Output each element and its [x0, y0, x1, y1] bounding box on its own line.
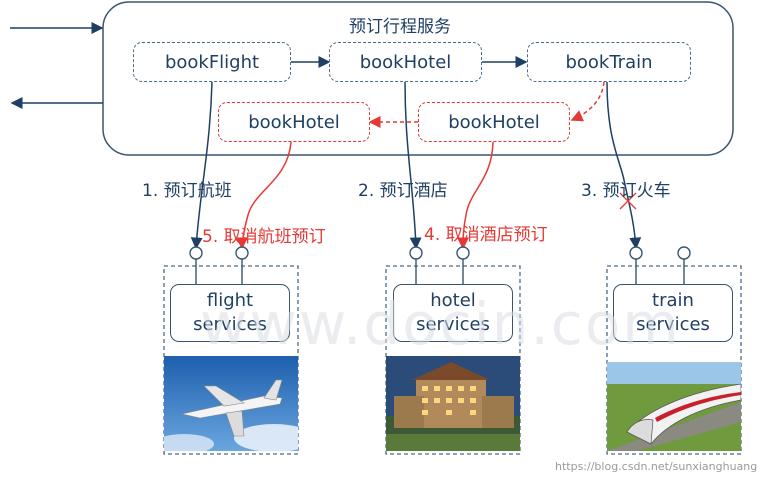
port-compensate-hotel: [456, 246, 470, 260]
step-book-hotel: bookHotel: [329, 42, 482, 82]
port-call-flight: [189, 246, 203, 260]
compensate-step-hotel-left: bookHotel: [218, 102, 370, 142]
compensate-step-hotel-right: bookHotel: [418, 102, 570, 142]
airplane-image: [164, 356, 298, 451]
service-suffix: services: [636, 314, 710, 335]
train-services-box: train services: [613, 284, 733, 342]
service-name: train: [652, 290, 694, 311]
call-label-train: 3. 预订火车: [581, 181, 671, 201]
call-line-hotel: [404, 81, 422, 250]
flight-services-box: flight services: [170, 284, 290, 342]
hotel-image: [386, 356, 520, 451]
compensate-label-flight: 5. 取消航班预订: [202, 227, 326, 247]
compensate-label-hotel: 4. 取消酒店预订: [424, 225, 548, 245]
port-call-hotel: [409, 246, 423, 260]
call-label-flight: 1. 预订航班: [142, 181, 232, 201]
port-compensate-train: [677, 246, 691, 260]
service-name: hotel: [430, 290, 476, 311]
call-line-train: [606, 81, 642, 250]
diagram-title: 预订行程服务: [349, 17, 451, 37]
center-watermark: www.docin.com: [200, 290, 681, 358]
call-label-hotel: 2. 预订酒店: [358, 181, 448, 201]
step-book-train: bookTrain: [527, 42, 691, 82]
train-image: [607, 362, 741, 451]
port-compensate-flight: [235, 246, 249, 260]
compensate-line-hotel: [457, 141, 494, 250]
service-suffix: services: [416, 314, 490, 335]
service-container-train: [606, 265, 742, 455]
compensate-line-flight: [236, 141, 292, 250]
hotel-services-box: hotel services: [393, 284, 513, 342]
step-book-flight: bookFlight: [133, 42, 291, 82]
service-name: flight: [206, 290, 254, 311]
arrow-train-compensate: [570, 81, 605, 122]
corner-watermark: https://blog.csdn.net/sunxianghuang: [555, 460, 758, 473]
orchestrator-frame: [102, 1, 734, 156]
service-suffix: services: [193, 314, 267, 335]
call-line-flight: [190, 81, 213, 250]
port-call-train: [629, 246, 643, 260]
failure-cross: [619, 192, 637, 210]
